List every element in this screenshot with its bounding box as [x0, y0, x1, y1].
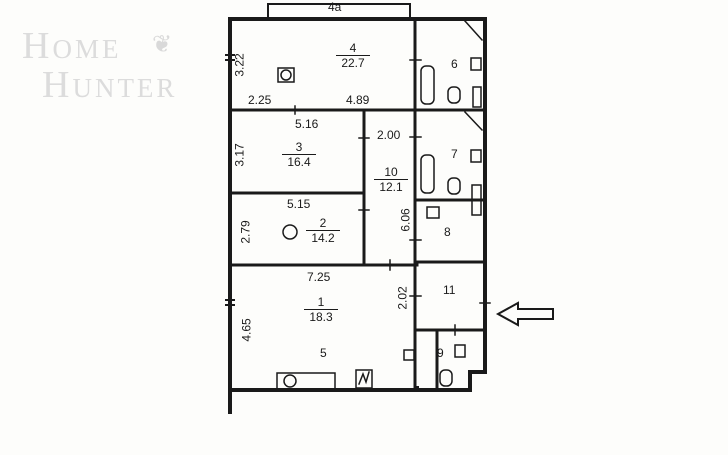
room-3-label: 3 16.4 [282, 140, 316, 169]
door-marks [294, 59, 491, 336]
room-4-label: 4 22.7 [336, 41, 370, 70]
dim-4-65: 4.65 [239, 318, 254, 342]
dim-7-25: 7.25 [307, 270, 331, 284]
room-3-area: 16.4 [287, 155, 311, 169]
room-7-number: 7 [451, 147, 458, 161]
dim-2-25: 2.25 [248, 93, 272, 107]
dim-6-06: 6.06 [398, 208, 413, 232]
dim-2-02: 2.02 [395, 286, 410, 310]
dim-3-17: 3.17 [232, 143, 247, 167]
dim-5-15: 5.15 [287, 197, 311, 211]
dim-3-22: 3.22 [232, 53, 247, 77]
bathroom-6-fixtures [420, 19, 484, 108]
watermark-line-1: Home [22, 25, 122, 67]
room-9-number: 9 [437, 346, 444, 360]
kitchen-fixtures [276, 206, 440, 390]
room-1-area: 18.3 [309, 310, 333, 324]
room-4-number: 4 [336, 41, 370, 56]
room-5-number: 5 [320, 346, 327, 360]
windows [225, 54, 235, 306]
room-6-number: 6 [451, 57, 458, 71]
room-2-area: 14.2 [311, 231, 335, 245]
room-2-number: 2 [306, 216, 340, 231]
room-4-area: 22.7 [341, 56, 365, 70]
dim-5-16: 5.16 [295, 117, 319, 131]
bird-icon: ❦ [152, 31, 173, 58]
stove-fixture [277, 67, 295, 83]
room-11-number: 11 [443, 283, 456, 297]
room-1-number: 1 [304, 295, 338, 310]
bathroom-7-fixtures [420, 110, 484, 216]
dim-2-79: 2.79 [238, 220, 253, 244]
room-3-number: 3 [282, 140, 316, 155]
room-2-label: 2 14.2 [306, 216, 340, 245]
column-circle [282, 224, 298, 240]
entrance-arrow-icon [495, 301, 554, 327]
watermark-line-2: Hunter [42, 64, 178, 106]
balcony [267, 3, 411, 20]
balcony-label: 4a [328, 0, 342, 14]
room-8-number: 8 [444, 225, 451, 239]
outer-walls [228, 17, 487, 414]
room-10-area: 12.1 [379, 180, 403, 194]
room-1-label: 1 18.3 [304, 295, 338, 324]
dim-4-89: 4.89 [346, 93, 370, 107]
wc-9-fixtures [439, 344, 466, 387]
dim-2-00: 2.00 [377, 128, 401, 142]
room-10-number: 10 [374, 165, 408, 180]
room-10-label: 10 12.1 [374, 165, 408, 194]
interior-walls [228, 17, 487, 392]
